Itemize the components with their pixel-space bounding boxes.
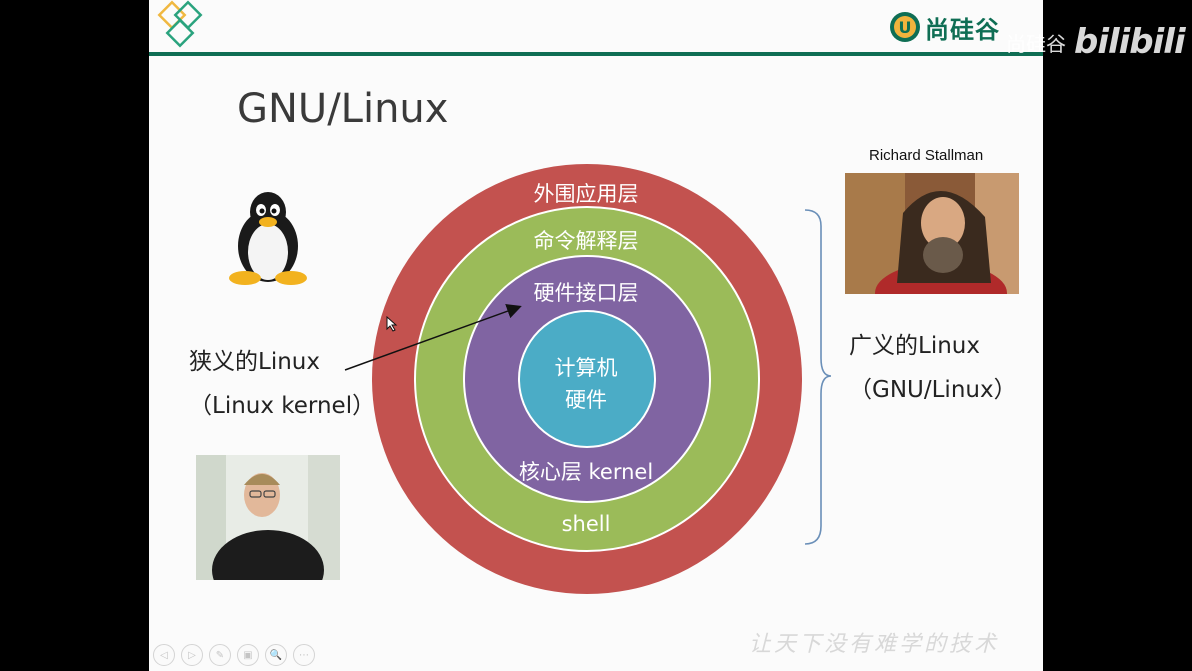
ring-command-label: 命令解释层 <box>533 229 639 253</box>
tux-penguin-icon <box>229 192 307 285</box>
brand-logo-icon: U <box>890 12 920 42</box>
ring-core-hardware <box>518 310 656 448</box>
decoration-diamonds-icon <box>157 0 203 48</box>
ring-kernel-label: 核心层 kernel <box>518 460 654 484</box>
narrow-linux-label: 狭义的Linux （Linux kernel） <box>189 340 375 428</box>
layer-rings-diagram <box>372 164 802 594</box>
watermark-text: 尚硅谷 <box>1006 31 1066 56</box>
stallman-caption: Richard Stallman <box>869 147 984 164</box>
broad-linux-label: 广义的Linux （GNU/Linux） <box>849 324 1017 412</box>
pen-tool-button[interactable]: ✎ <box>209 644 231 666</box>
ring-shell-label: shell <box>561 512 611 536</box>
slogan-watermark: 让天下没有难学的技术 <box>749 632 1000 657</box>
ring-core-label-line1: 计算机 <box>554 356 618 380</box>
mouse-cursor-icon <box>386 316 398 332</box>
slide-overview-button[interactable]: ▣ <box>237 644 259 666</box>
richard-stallman-photo <box>845 173 1019 294</box>
slide-controls: ◁ ▷ ✎ ▣ 🔍 ⋯ <box>153 644 315 666</box>
brand-logo-text: 尚硅谷 <box>925 15 1000 44</box>
narrow-linux-line1: 狭义的Linux <box>189 349 320 375</box>
curly-bracket <box>804 209 832 545</box>
page-title: GNU/Linux <box>237 86 449 132</box>
next-slide-button[interactable]: ▷ <box>181 644 203 666</box>
broad-linux-line1: 广义的Linux <box>849 333 980 359</box>
watermark-brand: bilibili <box>1074 22 1186 62</box>
ring-hardware-interface-label: 硬件接口层 <box>533 281 639 305</box>
zoom-button[interactable]: 🔍 <box>265 644 287 666</box>
brand-logo: U 尚硅谷 <box>889 10 1000 44</box>
narrow-linux-line2: （Linux kernel） <box>189 393 376 419</box>
more-options-button[interactable]: ⋯ <box>293 644 315 666</box>
previous-slide-button[interactable]: ◁ <box>153 644 175 666</box>
slide: U 尚硅谷 GNU/Linux 外围应用层 命令解释层 硬件接口层 计算机 硬件… <box>149 0 1043 671</box>
linus-torvalds-photo <box>196 455 340 580</box>
ring-outer-label: 外围应用层 <box>533 182 639 206</box>
ring-core-label-line2: 硬件 <box>565 388 607 412</box>
broad-linux-line2: （GNU/Linux） <box>849 377 1017 403</box>
video-watermark: 尚硅谷 bilibili <box>1006 22 1186 62</box>
svg-text:U: U <box>899 18 912 37</box>
header-divider <box>149 52 1043 56</box>
